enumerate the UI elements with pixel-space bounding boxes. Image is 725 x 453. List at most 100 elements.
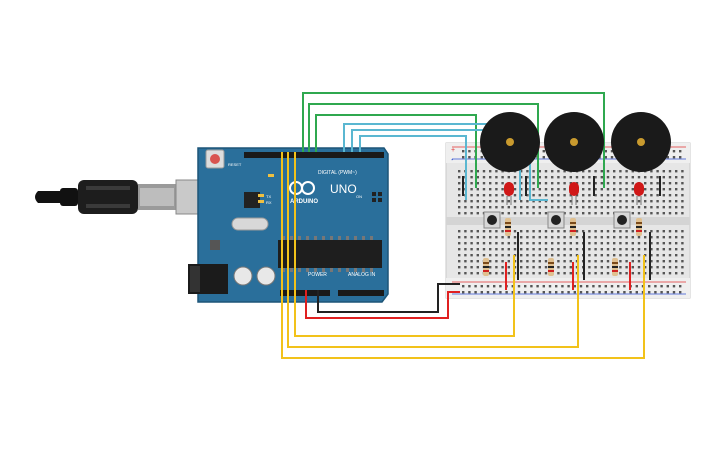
rail-hole[interactable]: [530, 291, 533, 294]
breadboard-hole[interactable]: [625, 170, 628, 173]
breadboard-hole[interactable]: [625, 206, 628, 209]
breadboard-hole[interactable]: [668, 230, 672, 233]
breadboard-hole[interactable]: [538, 266, 541, 269]
breadboard-hole[interactable]: [458, 260, 461, 263]
breadboard-hole[interactable]: [538, 272, 541, 275]
breadboard-hole[interactable]: [681, 254, 684, 257]
breadboard-hole[interactable]: [637, 176, 641, 179]
breadboard-hole[interactable]: [495, 266, 498, 269]
breadboard-hole[interactable]: [557, 260, 560, 263]
breadboard-hole[interactable]: [588, 206, 591, 209]
breadboard-hole[interactable]: [482, 254, 486, 257]
breadboard-hole[interactable]: [631, 236, 634, 239]
breadboard-hole[interactable]: [563, 188, 566, 191]
breadboard-hole[interactable]: [613, 248, 616, 251]
rail-hole[interactable]: [579, 291, 583, 294]
breadboard-hole[interactable]: [520, 260, 523, 263]
breadboard-hole[interactable]: [569, 176, 572, 179]
breadboard-hole[interactable]: [482, 194, 486, 197]
rail-hole[interactable]: [555, 291, 558, 294]
breadboard-hole[interactable]: [637, 206, 641, 209]
breadboard-hole[interactable]: [482, 200, 486, 203]
breadboard-hole[interactable]: [464, 212, 467, 215]
rail-hole[interactable]: [654, 285, 657, 288]
breadboard-hole[interactable]: [644, 176, 647, 179]
breadboard-hole[interactable]: [606, 170, 610, 173]
breadboard-hole[interactable]: [557, 266, 560, 269]
breadboard-hole[interactable]: [569, 206, 572, 209]
breadboard-hole[interactable]: [650, 254, 653, 257]
breadboard-hole[interactable]: [513, 182, 517, 185]
breadboard-hole[interactable]: [575, 206, 579, 209]
rail-hole[interactable]: [610, 150, 614, 153]
breadboard-hole[interactable]: [563, 200, 566, 203]
breadboard-hole[interactable]: [476, 212, 479, 215]
breadboard-hole[interactable]: [619, 182, 622, 185]
breadboard-hole[interactable]: [551, 176, 554, 179]
breadboard-hole[interactable]: [613, 182, 616, 185]
breadboard-hole[interactable]: [489, 236, 492, 239]
rail-hole[interactable]: [610, 291, 614, 294]
breadboard-hole[interactable]: [613, 188, 616, 191]
rail-hole[interactable]: [486, 285, 490, 288]
pushbutton-icon[interactable]: [483, 211, 501, 229]
breadboard-hole[interactable]: [520, 248, 523, 251]
breadboard-hole[interactable]: [470, 188, 473, 191]
breadboard-hole[interactable]: [544, 188, 548, 191]
breadboard-hole[interactable]: [501, 230, 504, 233]
rail-hole[interactable]: [604, 291, 607, 294]
breadboard-hole[interactable]: [495, 182, 498, 185]
breadboard-hole[interactable]: [582, 200, 585, 203]
breadboard-hole[interactable]: [656, 212, 659, 215]
breadboard-hole[interactable]: [656, 266, 659, 269]
breadboard-hole[interactable]: [458, 200, 461, 203]
breadboard-hole[interactable]: [476, 236, 479, 239]
breadboard-hole[interactable]: [656, 260, 659, 263]
led-icon[interactable]: [504, 182, 514, 205]
rail-hole[interactable]: [536, 291, 539, 294]
breadboard-hole[interactable]: [458, 194, 461, 197]
breadboard-hole[interactable]: [489, 182, 492, 185]
breadboard-hole[interactable]: [495, 236, 498, 239]
breadboard-hole[interactable]: [513, 176, 517, 179]
breadboard-hole[interactable]: [625, 230, 628, 233]
resistor-icon[interactable]: [548, 258, 554, 276]
analog-header[interactable]: [338, 290, 384, 296]
breadboard-hole[interactable]: [489, 230, 492, 233]
breadboard-hole[interactable]: [662, 188, 665, 191]
breadboard-hole[interactable]: [606, 176, 610, 179]
breadboard-hole[interactable]: [619, 176, 622, 179]
rail-hole[interactable]: [672, 291, 676, 294]
breadboard-hole[interactable]: [526, 236, 529, 239]
breadboard-hole[interactable]: [495, 260, 498, 263]
rail-hole[interactable]: [635, 285, 638, 288]
breadboard-hole[interactable]: [582, 206, 585, 209]
breadboard-hole[interactable]: [551, 254, 554, 257]
breadboard-hole[interactable]: [507, 266, 510, 269]
breadboard-hole[interactable]: [668, 194, 672, 197]
breadboard-hole[interactable]: [588, 260, 591, 263]
breadboard-hole[interactable]: [507, 242, 510, 245]
breadboard-hole[interactable]: [681, 230, 684, 233]
rail-hole[interactable]: [517, 291, 521, 294]
breadboard-hole[interactable]: [588, 242, 591, 245]
breadboard-hole[interactable]: [631, 194, 634, 197]
breadboard-hole[interactable]: [594, 206, 597, 209]
led-icon[interactable]: [569, 182, 579, 205]
breadboard-hole[interactable]: [675, 194, 678, 197]
breadboard-hole[interactable]: [582, 230, 585, 233]
breadboard-hole[interactable]: [656, 200, 659, 203]
breadboard-hole[interactable]: [538, 200, 541, 203]
breadboard-hole[interactable]: [476, 230, 479, 233]
breadboard-hole[interactable]: [644, 242, 647, 245]
breadboard-hole[interactable]: [637, 242, 641, 245]
breadboard-hole[interactable]: [458, 182, 461, 185]
breadboard-hole[interactable]: [532, 188, 535, 191]
breadboard-hole[interactable]: [606, 260, 610, 263]
breadboard-hole[interactable]: [662, 266, 665, 269]
breadboard-hole[interactable]: [662, 254, 665, 257]
breadboard-hole[interactable]: [470, 182, 473, 185]
breadboard-hole[interactable]: [681, 242, 684, 245]
breadboard-hole[interactable]: [619, 248, 622, 251]
rail-hole[interactable]: [654, 291, 657, 294]
